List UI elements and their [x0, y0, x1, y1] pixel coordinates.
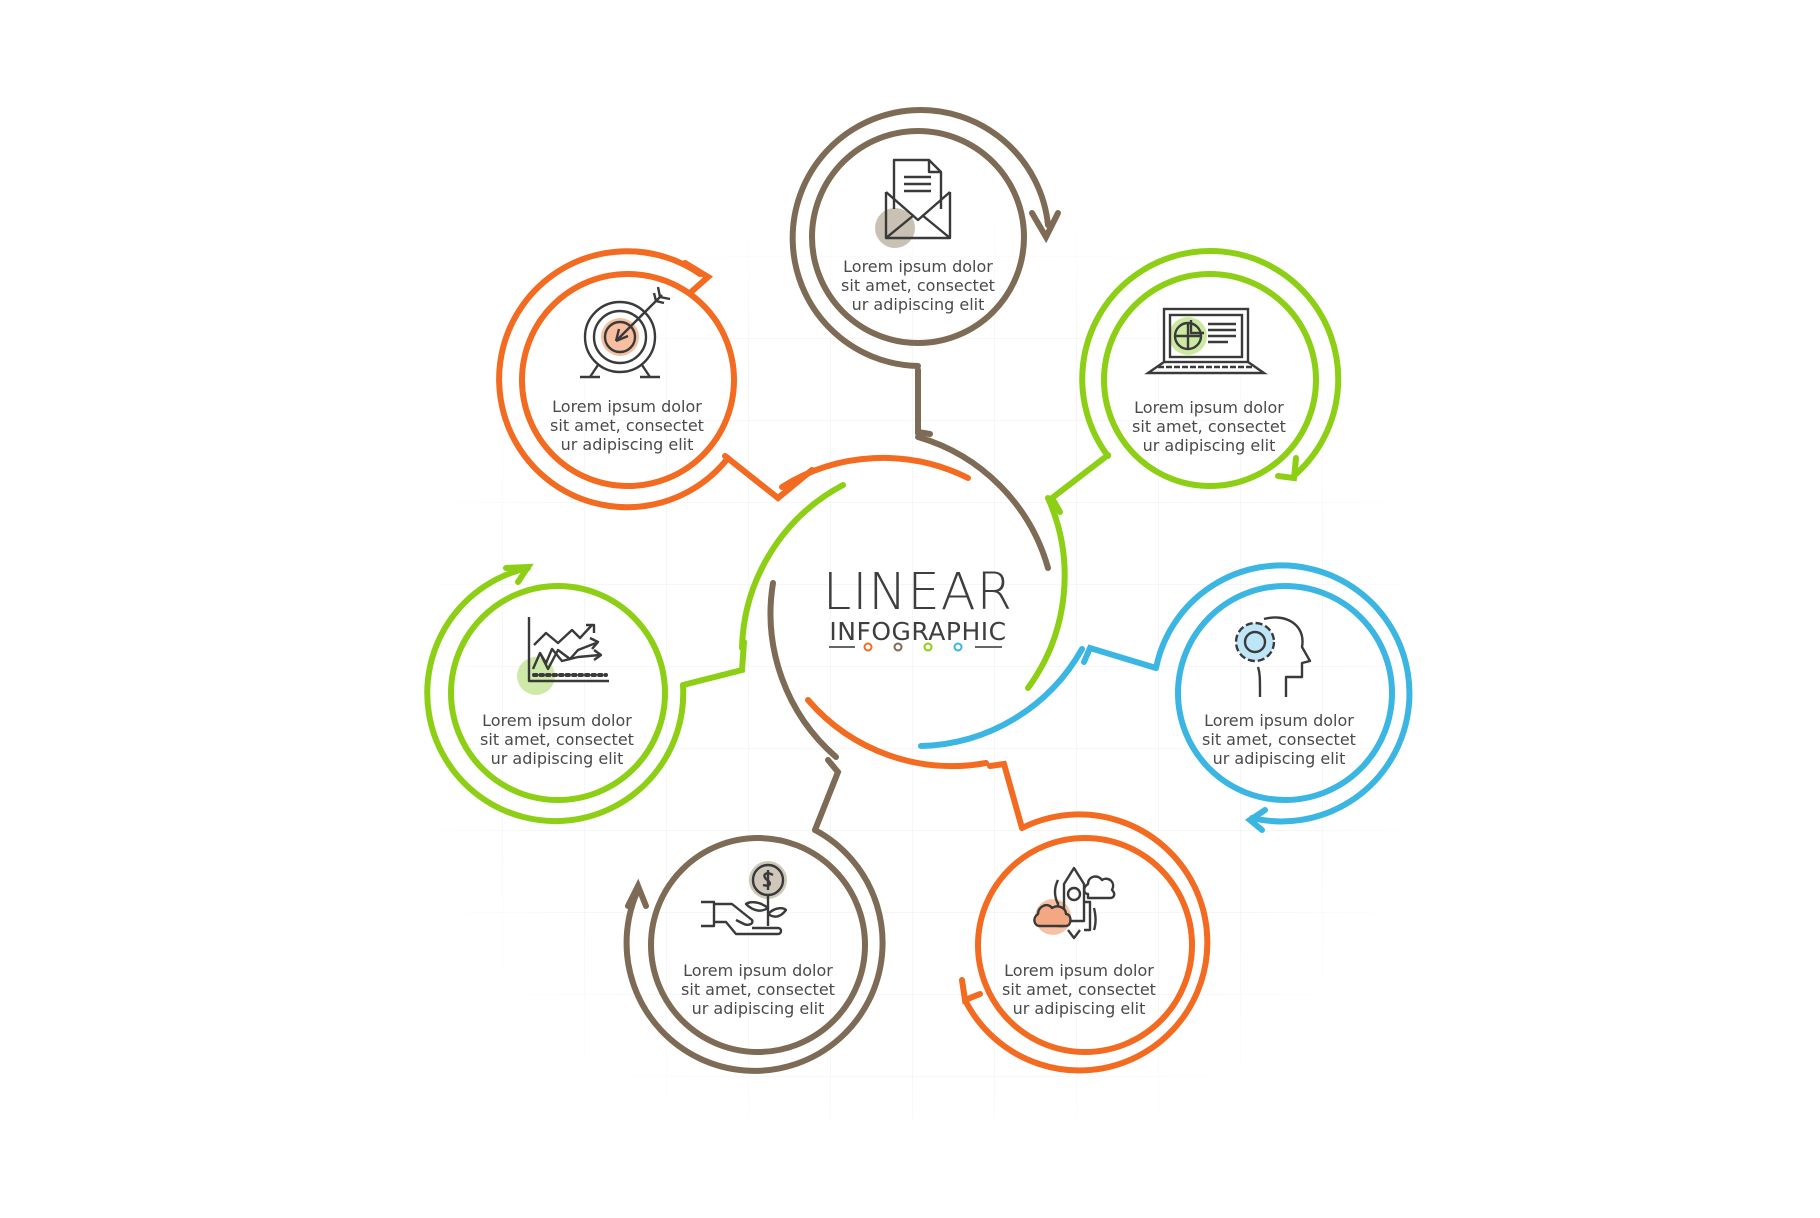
- title-divider: [829, 642, 1002, 652]
- node-bottom-left-text: Lorem ipsum dolor sit amet, consectet ur…: [681, 961, 835, 1018]
- laptop-chart-icon: [1144, 307, 1268, 375]
- node-bottom-right-text: Lorem ipsum dolor sit amet, consectet ur…: [1002, 961, 1156, 1018]
- envelope-document-icon: [875, 158, 952, 248]
- head-gear-icon: [1234, 616, 1312, 698]
- node-top-right-text: Lorem ipsum dolor sit amet, consectet ur…: [1132, 398, 1286, 455]
- target-arrow-icon: [580, 286, 671, 379]
- node-bottom-left-rings: [623, 827, 886, 1074]
- hand-money-plant-icon: [701, 861, 788, 936]
- connectors: [680, 367, 1159, 833]
- infographic-title: LINEAR INFOGRAPHIC: [818, 563, 1018, 646]
- title-dot-brown: [893, 642, 903, 652]
- node-top-left-rings: [496, 248, 737, 511]
- node-top-rings: [789, 107, 1061, 369]
- title-dot-orange: [863, 642, 873, 652]
- node-left-rings: [424, 563, 687, 825]
- node-top-right-rings: [1079, 247, 1342, 489]
- node-right-text: Lorem ipsum dolor sit amet, consectet ur…: [1202, 711, 1356, 768]
- title-dot-blue: [953, 642, 963, 652]
- node-left-text: Lorem ipsum dolor sit amet, consectet ur…: [480, 711, 634, 768]
- node-right-rings: [1153, 562, 1413, 833]
- title-dot-green: [923, 642, 933, 652]
- growth-chart-icon: [517, 617, 609, 695]
- node-top-text: Lorem ipsum dolor sit amet, consectet ur…: [841, 257, 995, 314]
- title-line-2: INFOGRAPHIC: [829, 617, 1007, 646]
- rocket-clouds-icon: [1033, 866, 1116, 940]
- node-top-left-text: Lorem ipsum dolor sit amet, consectet ur…: [550, 397, 704, 454]
- node-bottom-right-rings: [959, 811, 1211, 1074]
- title-line-1: LINEAR: [822, 563, 1014, 622]
